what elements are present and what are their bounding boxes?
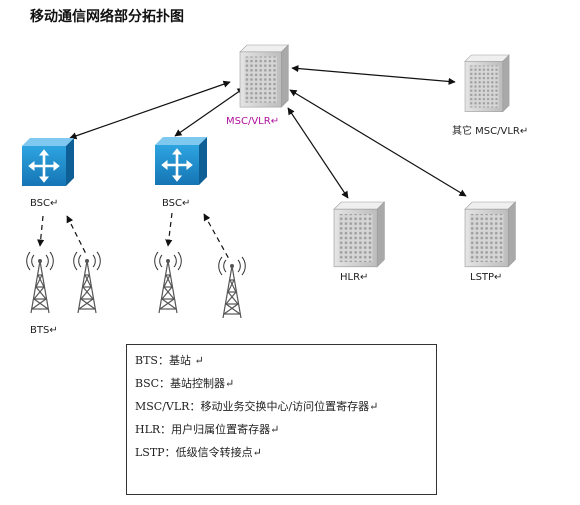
legend-item-lstp: LSTP：低级信令转接点↵	[135, 446, 262, 459]
link-msc-lstp	[289, 89, 467, 197]
msc-vlr-server-icon	[239, 44, 289, 108]
bsc-right-router-icon	[153, 135, 209, 187]
link-bts-left-a	[37, 215, 45, 247]
link-msc-bsc-left	[69, 80, 231, 140]
page-title: 移动通信网络部分拓扑图	[30, 9, 184, 25]
bts-tower-icon	[154, 251, 182, 314]
lstp-label: LSTP↵	[470, 272, 502, 283]
legend-box: BTS：基站 ↵ BSC：基站控制器↵ MSC/VLR：移动业务交换中心/访问位…	[126, 344, 437, 495]
link-bts-right-b	[203, 213, 230, 260]
link-msc-hlr	[287, 107, 349, 199]
link-msc-bsc-right	[174, 87, 245, 137]
lstp-server-icon	[464, 201, 517, 268]
link-bts-left-b	[66, 215, 87, 255]
legend-item-bsc: BSC：基站控制器↵	[135, 377, 235, 390]
other-msc-server-icon	[464, 54, 510, 113]
other-msc-label: 其它 MSC/VLR↵	[452, 124, 528, 137]
bsc-left-router-icon	[20, 136, 76, 188]
bts-tower-icon	[218, 256, 246, 319]
hlr-server-icon	[333, 201, 385, 268]
legend-item-hlr: HLR：用户归属位置寄存器↵	[135, 423, 280, 436]
bsc-right-label: BSC↵	[162, 198, 190, 209]
link-msc-other-msc	[291, 64, 456, 86]
legend-item-bts: BTS：基站 ↵	[135, 354, 204, 367]
bts-label: BTS↵	[30, 325, 58, 336]
hlr-label: HLR↵	[340, 272, 368, 283]
bsc-left-label: BSC↵	[30, 198, 58, 209]
bts-tower-icon	[26, 251, 54, 314]
link-bts-right-a	[165, 212, 173, 247]
bts-tower-icon	[73, 251, 101, 314]
msc-vlr-label: MSC/VLR↵	[226, 116, 279, 127]
legend-item-msc-vlr: MSC/VLR：移动业务交换中心/访问位置寄存器↵	[135, 400, 379, 413]
